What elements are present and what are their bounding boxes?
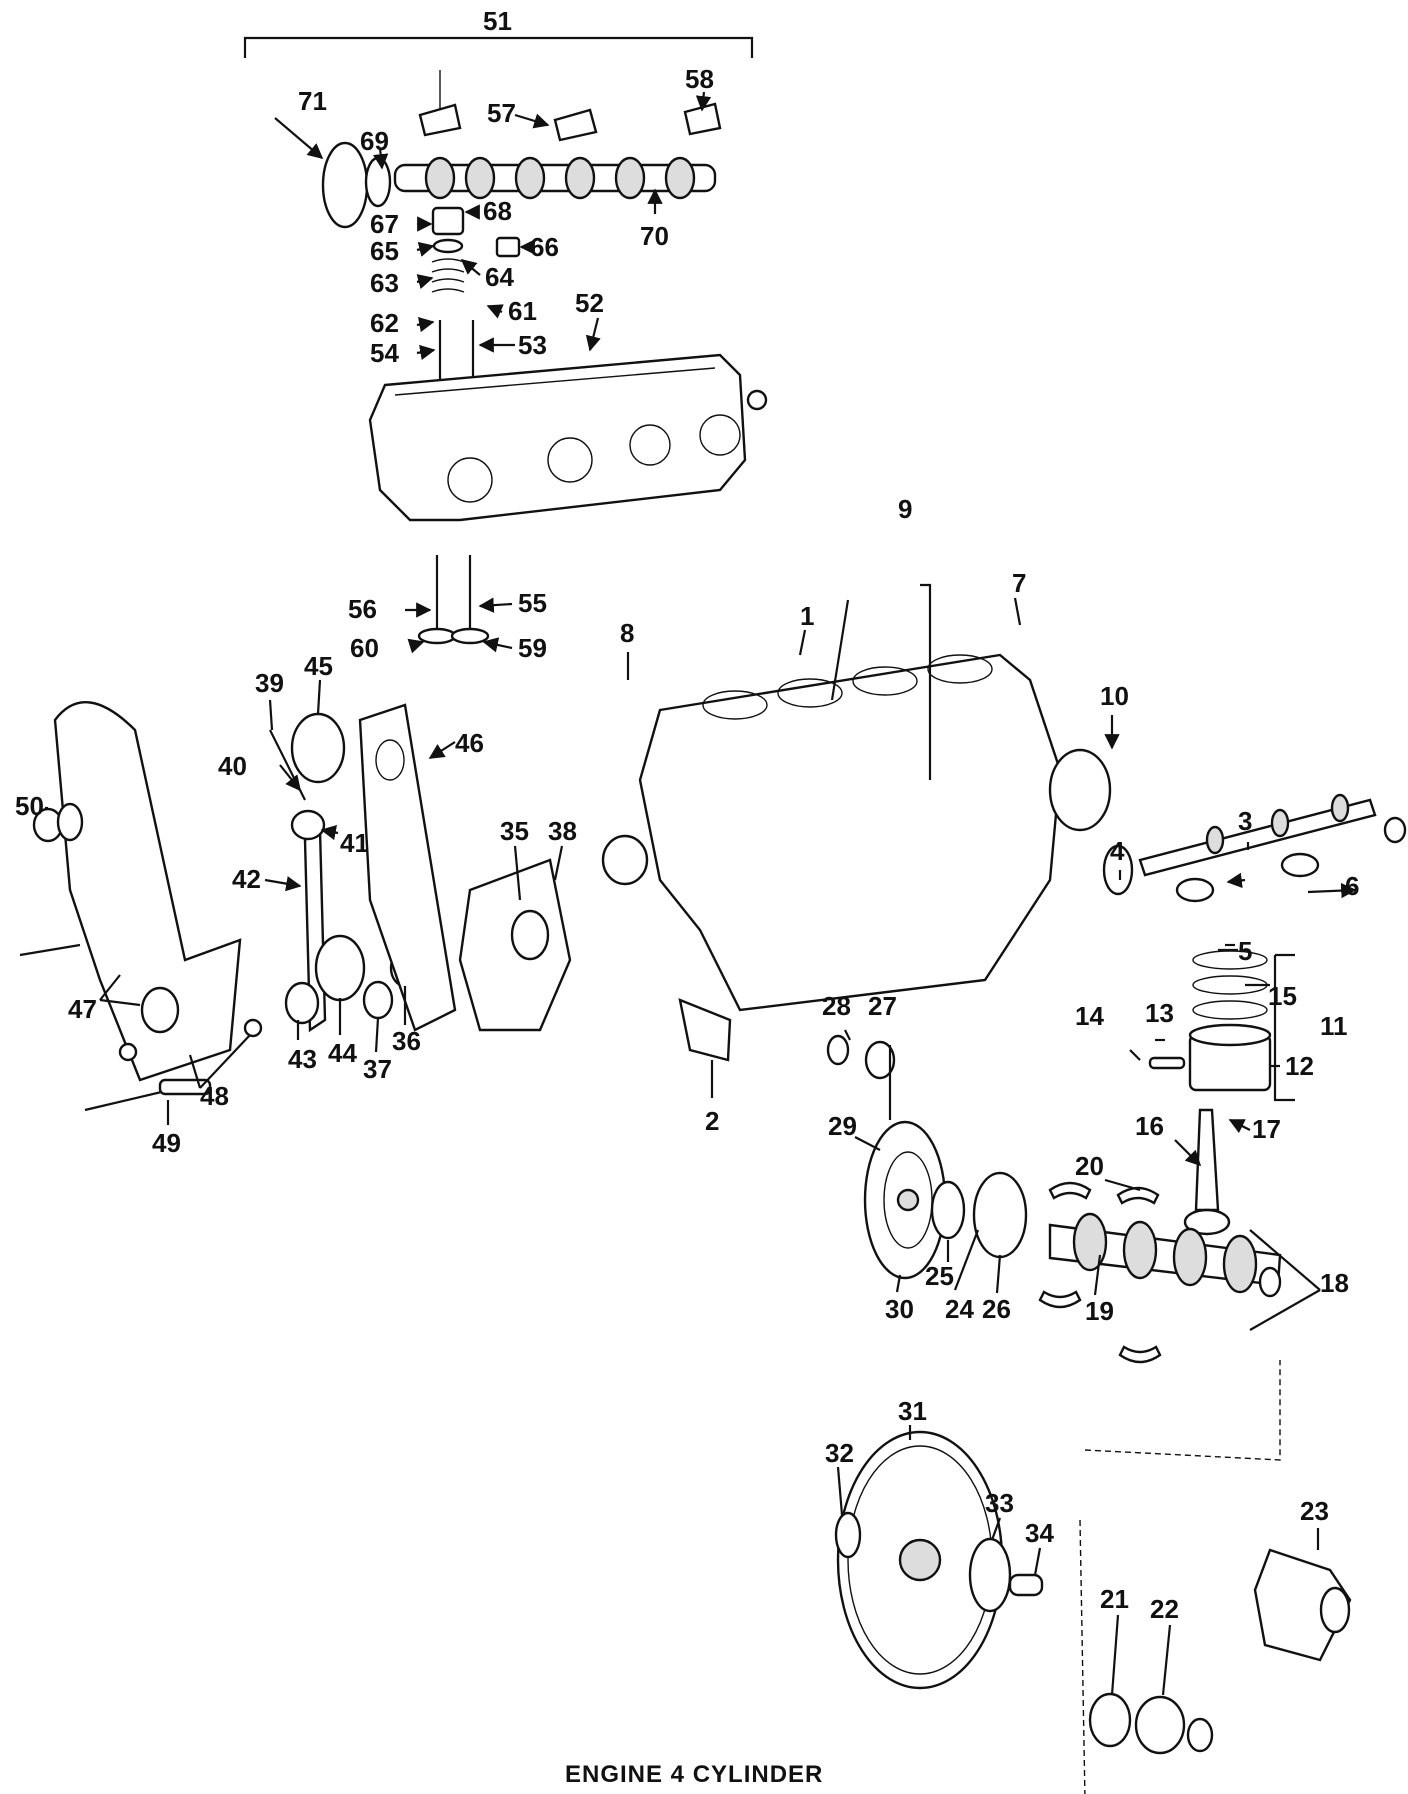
callout-26: 26 — [982, 1294, 1011, 1324]
callout-16: 16 — [1135, 1111, 1164, 1141]
callout-27: 27 — [868, 991, 897, 1021]
callout-12: 12 — [1285, 1051, 1314, 1081]
callout-41: 41 — [340, 828, 369, 858]
callout-52: 52 — [575, 288, 604, 318]
callout-46: 46 — [455, 728, 484, 758]
callout-31: 31 — [898, 1396, 927, 1426]
callout-3: 3 — [1238, 806, 1252, 836]
callout-48: 48 — [200, 1081, 229, 1111]
flywheel — [836, 1430, 1004, 1690]
callout-33: 33 — [985, 1488, 1014, 1518]
callout-21: 21 — [1100, 1584, 1129, 1614]
callout-14: 14 — [1075, 1001, 1104, 1031]
callout-65: 65 — [370, 236, 399, 266]
callout-43: 43 — [288, 1044, 317, 1074]
callout-10: 10 — [1100, 681, 1129, 711]
callout-19: 19 — [1085, 1296, 1114, 1326]
intermediate-shaft — [1102, 793, 1407, 903]
camshaft — [393, 156, 717, 200]
callout-24: 24 — [945, 1294, 974, 1324]
callout-64: 64 — [485, 262, 514, 292]
callout-22: 22 — [1150, 1594, 1179, 1624]
callout-68: 68 — [483, 196, 512, 226]
callout-60: 60 — [350, 633, 379, 663]
callout-57: 57 — [487, 98, 516, 128]
callout-58: 58 — [685, 64, 714, 94]
callout-20: 20 — [1075, 1151, 1104, 1181]
callout-69: 69 — [360, 126, 389, 156]
callout-59: 59 — [518, 633, 547, 663]
engine-parts-illustration — [19, 36, 1407, 1794]
callout-61: 61 — [508, 296, 537, 326]
callout-53: 53 — [518, 330, 547, 360]
cylinder-head — [368, 353, 768, 522]
callout-11: 11 — [1320, 1011, 1348, 1041]
callout-36: 36 — [392, 1026, 421, 1056]
callout-7: 7 — [1012, 568, 1026, 598]
callout-32: 32 — [825, 1438, 854, 1468]
callout-56: 56 — [348, 594, 377, 624]
callout-70: 70 — [640, 221, 669, 251]
callout-2: 2 — [705, 1106, 719, 1136]
callout-39: 39 — [255, 668, 284, 698]
callout-54: 54 — [370, 338, 399, 368]
callout-35: 35 — [500, 816, 529, 846]
callout-6: 6 — [1345, 871, 1359, 901]
callout-17: 17 — [1252, 1114, 1281, 1144]
callout-66: 66 — [530, 232, 559, 262]
callout-45: 45 — [304, 651, 333, 681]
callout-28: 28 — [822, 991, 851, 1021]
callout-4: 4 — [1110, 836, 1125, 866]
callout-13: 13 — [1145, 998, 1174, 1028]
callout-8: 8 — [620, 618, 634, 648]
callout-5: 5 — [1238, 936, 1252, 966]
callout-23: 23 — [1300, 1496, 1329, 1526]
callout-67: 67 — [370, 209, 399, 239]
callout-30: 30 — [885, 1294, 914, 1324]
callout-62: 62 — [370, 308, 399, 338]
callout-47: 47 — [68, 994, 97, 1024]
callout-18: 18 — [1320, 1268, 1349, 1298]
callout-51: 51 — [483, 6, 512, 36]
callout-38: 38 — [548, 816, 577, 846]
callout-34: 34 — [1025, 1518, 1054, 1548]
callout-40: 40 — [218, 751, 247, 781]
crank-pulley — [863, 1120, 947, 1280]
callout-25: 25 — [925, 1261, 954, 1291]
timing-belt-cover — [32, 701, 242, 1082]
piston-and-rings — [1148, 950, 1272, 1092]
diagram-caption: ENGINE 4 CYLINDER — [565, 1761, 823, 1788]
callout-71: 71 — [298, 86, 327, 116]
crankshaft — [1048, 1212, 1282, 1298]
callout-9: 9 — [898, 494, 912, 524]
callout-55: 55 — [518, 588, 547, 618]
callout-50: 50 — [15, 791, 44, 821]
callout-49: 49 — [152, 1128, 181, 1158]
oil-filter — [1253, 1548, 1352, 1662]
callout-labels: 1 2 3 4 5 6 7 8 9 10 11 12 13 14 15 16 1… — [15, 6, 1359, 1624]
callout-1: 1 — [800, 601, 814, 631]
callout-37: 37 — [363, 1054, 392, 1084]
cylinder-block — [601, 653, 1112, 1012]
callout-42: 42 — [232, 864, 261, 894]
callout-63: 63 — [370, 268, 399, 298]
callout-15: 15 — [1268, 981, 1297, 1011]
leader-lines — [45, 91, 1357, 1696]
callout-29: 29 — [828, 1111, 857, 1141]
callout-44: 44 — [328, 1038, 357, 1068]
